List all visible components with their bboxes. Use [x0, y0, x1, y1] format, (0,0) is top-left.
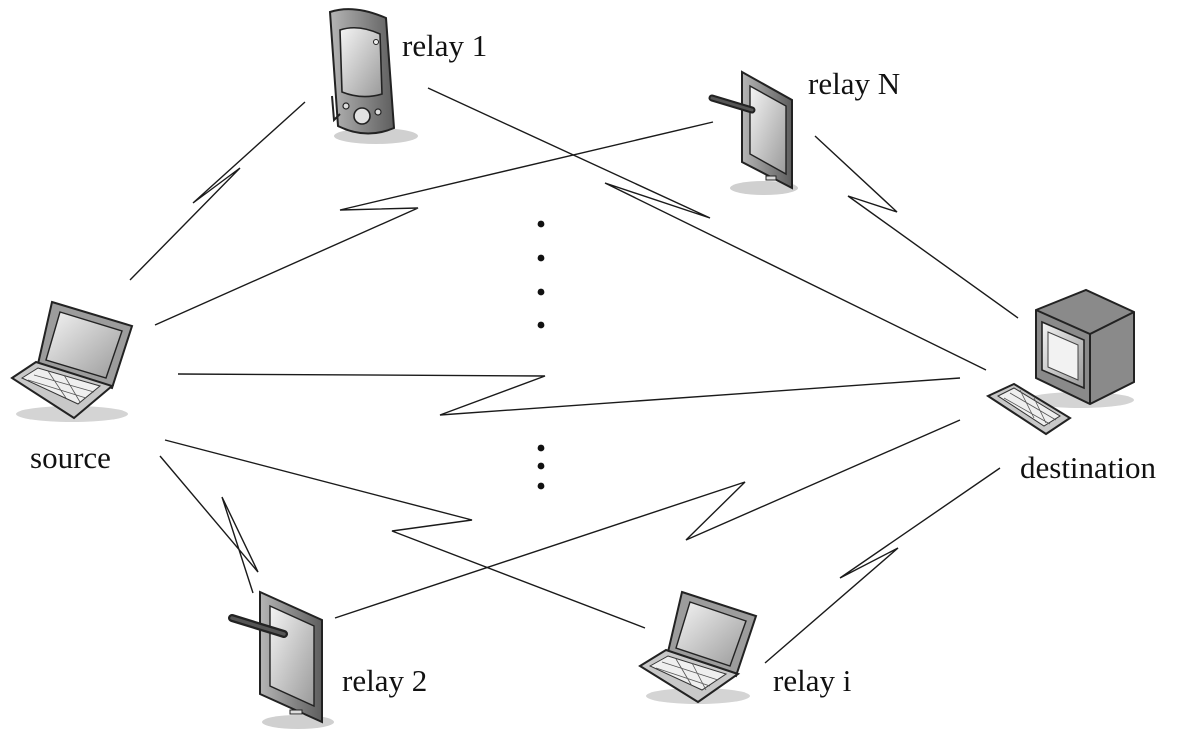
- link-source-relay1: [129, 101, 306, 281]
- link-relay1-destination: [427, 87, 987, 371]
- link-relay2-destination: [334, 419, 961, 619]
- node-label-destination: destination: [1020, 450, 1157, 485]
- links: [129, 87, 1019, 664]
- link-source-destination: [177, 373, 961, 416]
- link-source-relayN: [154, 121, 714, 326]
- node-label-relay-2: relay 2: [342, 663, 428, 698]
- laptop-icon: [10, 300, 134, 422]
- tablet-icon: [708, 70, 798, 195]
- link-source-relayi: [164, 439, 646, 629]
- link-source-relay2: [159, 455, 259, 594]
- node-label-source: source: [30, 440, 111, 475]
- desktop-computer-icon: [985, 288, 1135, 436]
- laptop-icon: [638, 590, 758, 704]
- ellipsis-upper: [537, 220, 545, 329]
- link-relayN-destination: [814, 135, 1019, 319]
- node-label-relay-1: relay 1: [402, 28, 488, 63]
- pda-icon: [328, 8, 418, 144]
- node-label-relay-i: relay i: [773, 663, 852, 698]
- node-label-relay-N: relay N: [808, 66, 901, 101]
- link-relayi-destination: [764, 467, 1001, 664]
- ellipsis-lower: [537, 444, 545, 490]
- tablet-icon: [228, 590, 334, 729]
